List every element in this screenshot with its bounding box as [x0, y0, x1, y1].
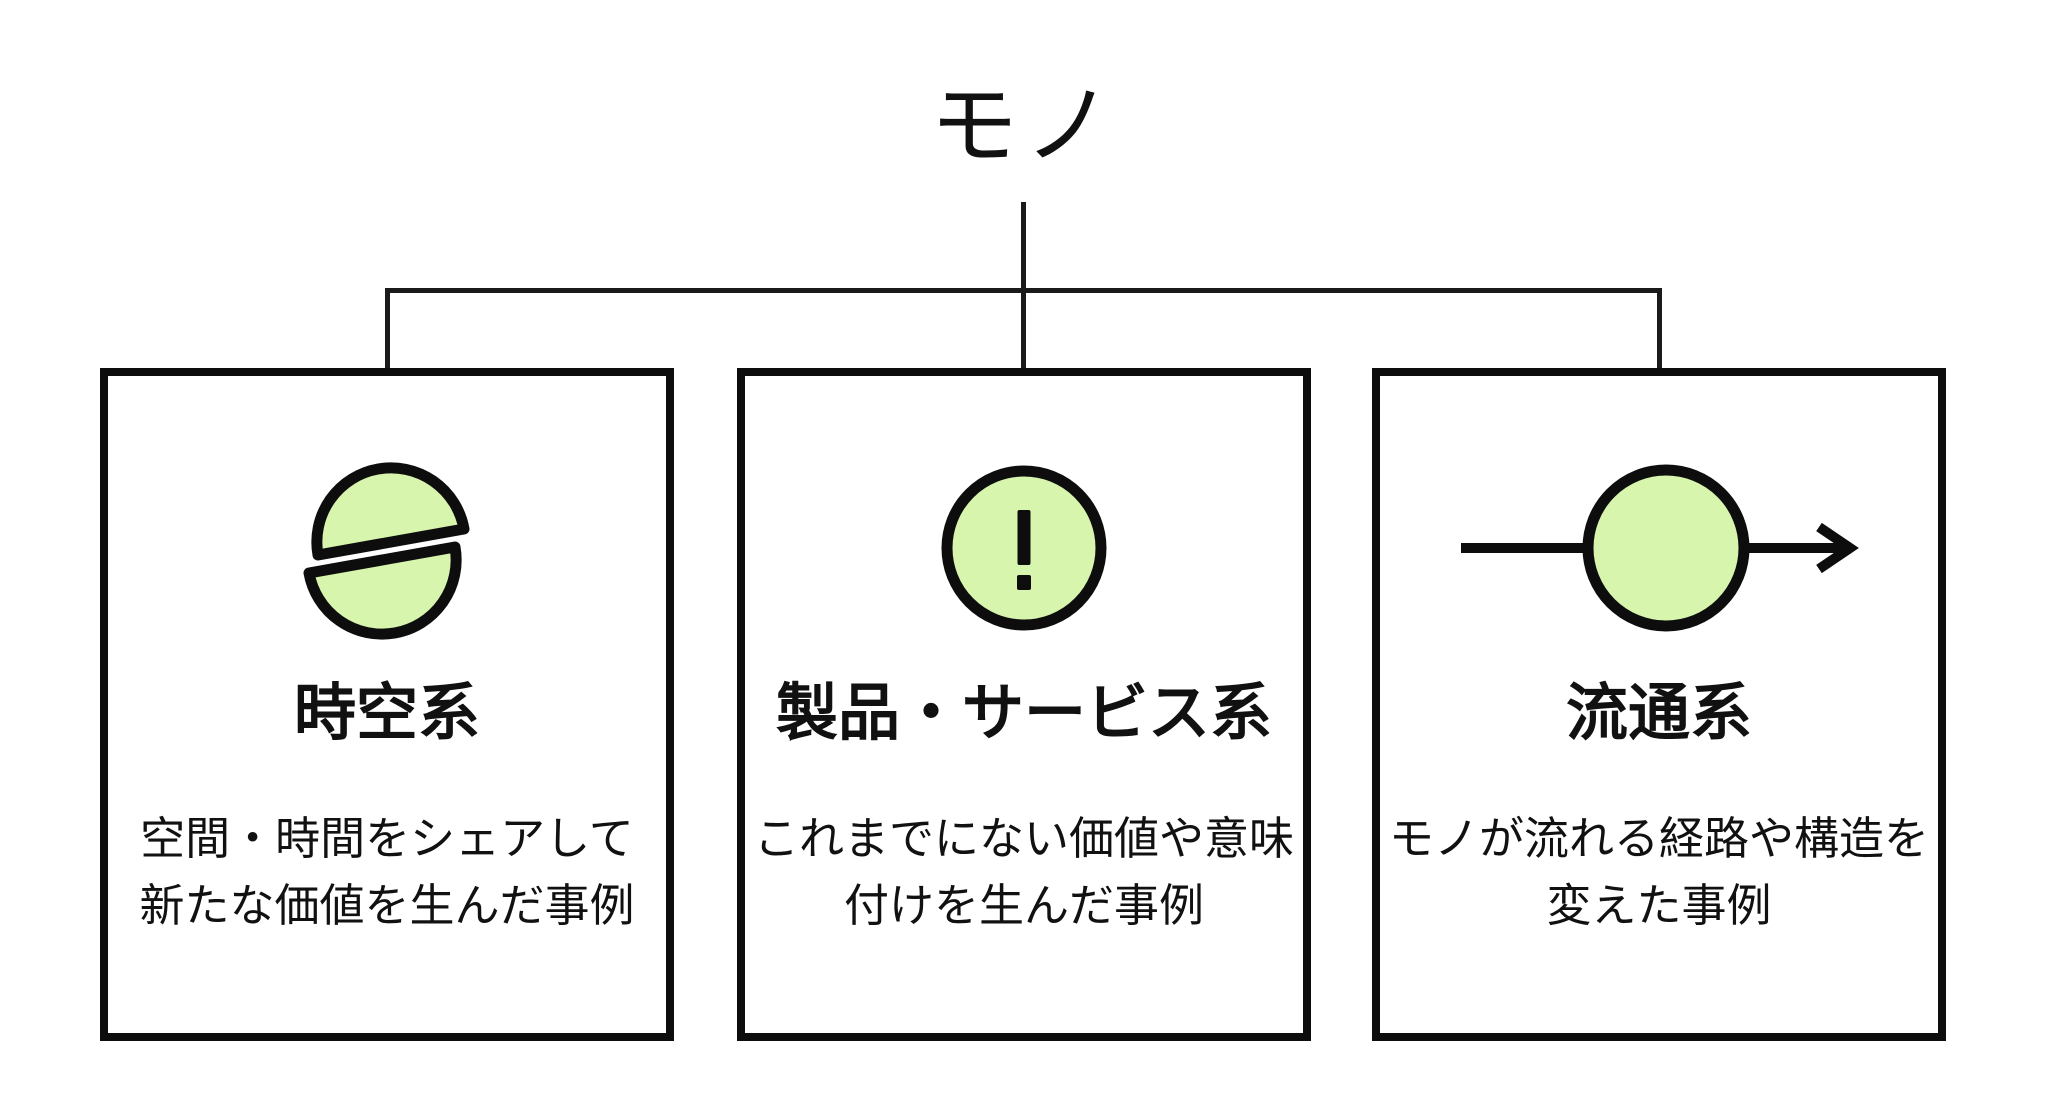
- branch-title: 製品・サービス系: [775, 679, 1272, 748]
- branch-card-ryuutsuukei: 流通系 モノが流れる経路や構造を 変えた事例: [1372, 368, 1946, 1041]
- branch-card-seihin-service: 製品・サービス系 これまでにない価値や意味 付けを生んだ事例: [737, 368, 1311, 1041]
- branch-description-line: これまでにない価値や意味: [753, 813, 1294, 865]
- branch-card-jikuukei: 時空系 空間・時間をシェアして 新たな価値を生んだ事例: [100, 368, 674, 1041]
- branch-description: モノが流れる経路や構造を 変えた事例: [1389, 805, 1929, 939]
- exclamation-circle-icon: [934, 458, 1114, 638]
- connector-root-vertical: [1021, 202, 1026, 290]
- connector-stub-center: [1021, 288, 1026, 372]
- branch-description-line: 付けを生んだ事例: [843, 880, 1204, 932]
- branch-title: 時空系: [293, 679, 480, 748]
- branch-description-line: 新たな価値を生んだ事例: [139, 880, 635, 932]
- branch-title: 流通系: [1565, 679, 1752, 748]
- connector-stub-right: [1657, 288, 1662, 372]
- flow-arrow-circle-icon: [1459, 458, 1859, 638]
- split-disc-icon: [287, 458, 487, 640]
- branch-description-line: モノが流れる経路や構造を: [1388, 813, 1929, 865]
- branch-description: これまでにない価値や意味 付けを生んだ事例: [754, 805, 1294, 939]
- root-node-label: モノ: [929, 76, 1118, 175]
- branch-description-line: 変えた事例: [1546, 880, 1772, 932]
- connector-stub-left: [385, 288, 390, 372]
- branch-description: 空間・時間をシェアして 新たな価値を生んだ事例: [139, 805, 634, 939]
- branch-description-line: 空間・時間をシェアして: [140, 813, 634, 865]
